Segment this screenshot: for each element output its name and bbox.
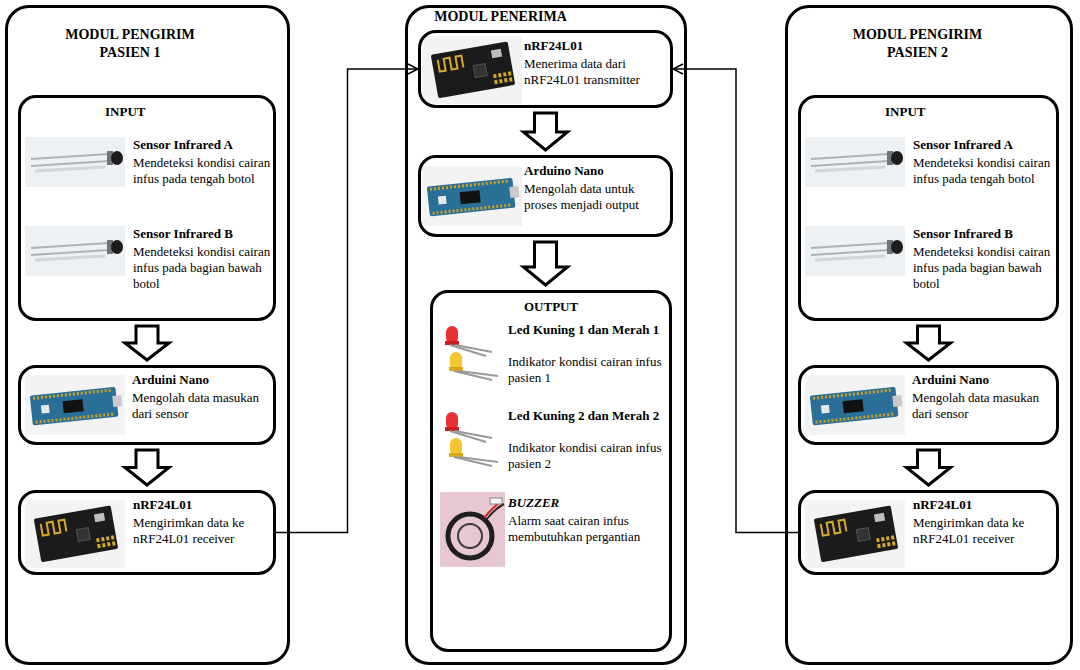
block-arrow	[125, 326, 169, 360]
receiver-box: nRF24L01Menerima data dari nRF24L01 tran…	[418, 30, 673, 108]
infrared-sensor-photo	[25, 226, 125, 276]
transmitter-box: nRF24L01Mengirimkan data ke nRF24L01 rec…	[798, 490, 1059, 575]
led-photo	[440, 322, 502, 384]
nrf24l01-photo	[25, 500, 125, 568]
arduino-nano-photo	[25, 375, 125, 435]
description-text: Mengirimkan data ke nRF24L01 receiver	[913, 515, 1053, 547]
signal-line	[673, 69, 798, 533]
component-name: Arduini Nano	[912, 372, 1054, 388]
module-box: INPUT Sensor Infrared A Mendeteksi kondisi…	[5, 5, 290, 665]
description-text: Menerima data dari nRF24L01 transmitter	[524, 56, 667, 88]
component-name: Arduini Nano	[132, 372, 272, 388]
process-box: Arduini NanoMengolah data masukan dari s…	[798, 365, 1059, 445]
component-name: nRF24L01	[524, 38, 667, 54]
component-name: nRF24L01	[133, 497, 271, 513]
input-box: INPUT Sensor Infrared A Mendeteksi kondisi…	[798, 95, 1059, 321]
description-text: Mendeteksi kondisi cairan infus pada bag…	[913, 244, 1053, 292]
process-box: Arduini NanoMengolah data masukan dari s…	[18, 365, 276, 445]
nrf24l01-photo	[805, 500, 905, 568]
description-text: Indikator kondisi cairan infus pasien 2	[508, 440, 666, 472]
section-heading: INPUT	[105, 104, 185, 120]
process-box: Arduino NanoMengolah data untuk proses m…	[418, 155, 673, 237]
module-title: MODUL PENGIRIM PASIEN 1	[55, 26, 205, 62]
infrared-sensor-photo	[805, 226, 905, 276]
description-text: Mengolah data masukan dari sensor	[132, 390, 272, 422]
buzzer-photo	[440, 492, 505, 567]
infrared-sensor-photo	[25, 137, 125, 187]
transmitter-box: nRF24L01Mengirimkan data ke nRF24L01 rec…	[18, 490, 276, 575]
component-name: Led Kuning 1 dan Merah 1	[508, 322, 666, 338]
component-name: Sensor Infrared A	[133, 137, 271, 153]
block-arrow	[524, 113, 568, 150]
block-arrow	[907, 450, 951, 485]
description-text: Alarm saat cairan infus membutuhkan perg…	[508, 513, 666, 545]
signal-line	[276, 69, 418, 533]
nrf24l01-photo	[422, 36, 522, 104]
block-arrow	[907, 326, 951, 360]
module-title: MODUL PENGIRIM PASIEN 2	[840, 26, 995, 62]
description-text: Mengolah data untuk proses menjadi outpu…	[524, 181, 667, 213]
component-name: Sensor Infrared B	[913, 226, 1053, 242]
arduino-nano-photo	[422, 166, 522, 226]
description-text: Mendeteksi kondisi cairan infus pada ten…	[133, 155, 271, 187]
block-arrow	[125, 450, 169, 485]
component-name: Led Kuning 2 dan Merah 2	[508, 408, 666, 424]
module-box: INPUT Sensor Infrared A Mendeteksi kondisi…	[785, 5, 1073, 665]
component-name: Sensor Infrared B	[133, 226, 271, 242]
description-text: Mendeteksi kondisi cairan infus pada bag…	[133, 244, 271, 292]
component-name: BUZZER	[508, 495, 666, 511]
input-box: INPUT Sensor Infrared A Mendeteksi kondisi…	[18, 95, 276, 321]
output-box: OUTPUT Led Kuning 1 dan Merah 1 Indikator …	[430, 290, 672, 652]
module-title: MODUL PENERIMA	[418, 8, 583, 26]
infrared-sensor-photo	[805, 137, 905, 187]
led-photo	[440, 408, 502, 470]
component-name: nRF24L01	[913, 497, 1053, 513]
section-heading: INPUT	[885, 104, 965, 120]
arduino-nano-photo	[805, 375, 905, 435]
section-heading: OUTPUT	[524, 299, 624, 315]
component-name: Sensor Infrared A	[913, 137, 1053, 153]
description-text: Mengirimkan data ke nRF24L01 receiver	[133, 515, 271, 547]
module-box: nRF24L01Menerima data dari nRF24L01 tran…	[405, 5, 687, 665]
description-text: Mengolah data masukan dari sensor	[912, 390, 1054, 422]
component-name: Arduino Nano	[524, 163, 667, 179]
description-text: Indikator kondisi cairan infus pasien 1	[508, 354, 666, 386]
block-arrow	[524, 242, 568, 285]
description-text: Mendeteksi kondisi cairan infus pada ten…	[913, 155, 1053, 187]
